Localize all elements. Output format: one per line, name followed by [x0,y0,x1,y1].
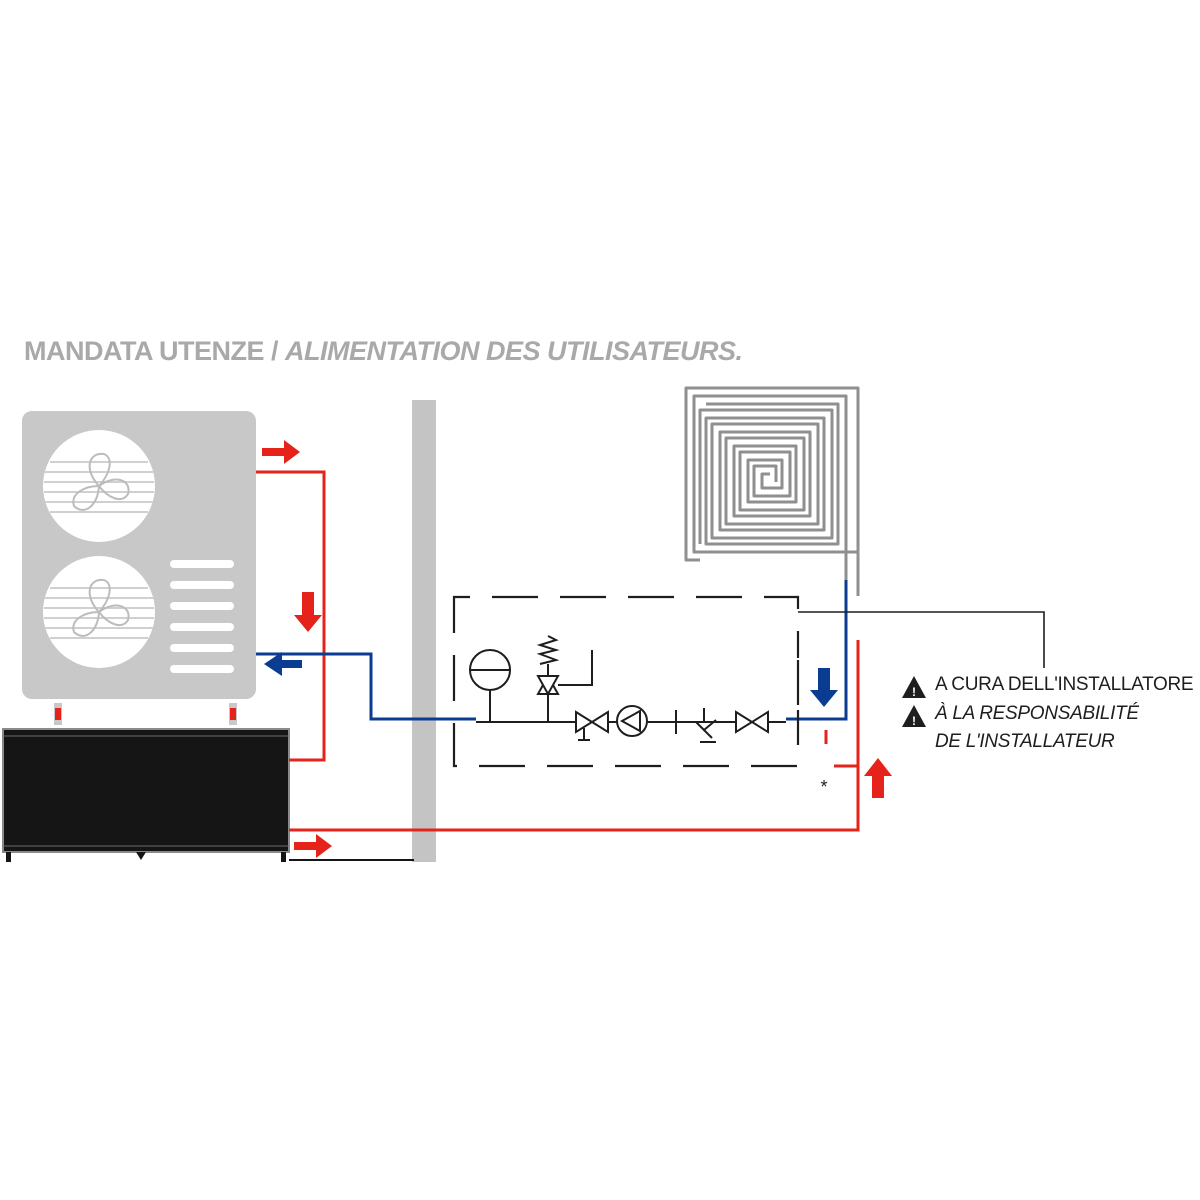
warning-icon: ! [902,705,926,728]
diagram-title: MANDATA UTENZE / ALIMENTATION DES UTILIS… [24,336,743,367]
installer-note-line2-text: À LA RESPONSABILITÉ [935,703,1139,724]
supply-arrow-up [864,758,892,798]
wall [412,400,436,862]
installer-note-line2: À LA RESPONSABILITÉ [935,703,1139,725]
return-arrow-down [810,668,838,707]
title-french: ALIMENTATION DES UTILISATEURS. [285,336,743,366]
supply-arrow-right-bottom [294,834,332,858]
fan-icon [43,556,155,668]
asterisk-marker: * [820,777,827,797]
heat-pump-unit [22,411,256,725]
title-italian: MANDATA UTENZE / [24,336,278,366]
svg-text:!: ! [912,685,916,699]
flow-arrows [262,440,892,858]
svg-text:!: ! [912,714,916,728]
expansion-vessel-icon [469,649,511,722]
return-pipe [256,580,848,721]
pump-icon [616,705,648,737]
hydraulic-kit [469,635,786,743]
safety-valve-icon [536,635,593,722]
vent-grille [170,560,234,673]
valve-icon [735,710,769,734]
note-leader-line [798,611,1045,668]
supply-arrow-down [294,592,322,632]
warning-icon: ! [902,676,926,699]
installer-note-line3-text: DE L'INSTALLATEUR [935,731,1115,752]
installer-note-line1: A CURA DELL'INSTALLATORE [935,674,1194,695]
fan-icon [43,430,155,542]
strainer-icon [675,708,717,743]
installer-note-line3: DE L'INSTALLATEUR [935,731,1115,753]
underfloor-coil-icon [684,386,860,596]
storage-tank [2,728,414,862]
return-arrow-left [264,652,302,676]
valve-icon [575,710,609,741]
supply-arrow-right [262,440,300,464]
supply-pipe [256,470,860,832]
